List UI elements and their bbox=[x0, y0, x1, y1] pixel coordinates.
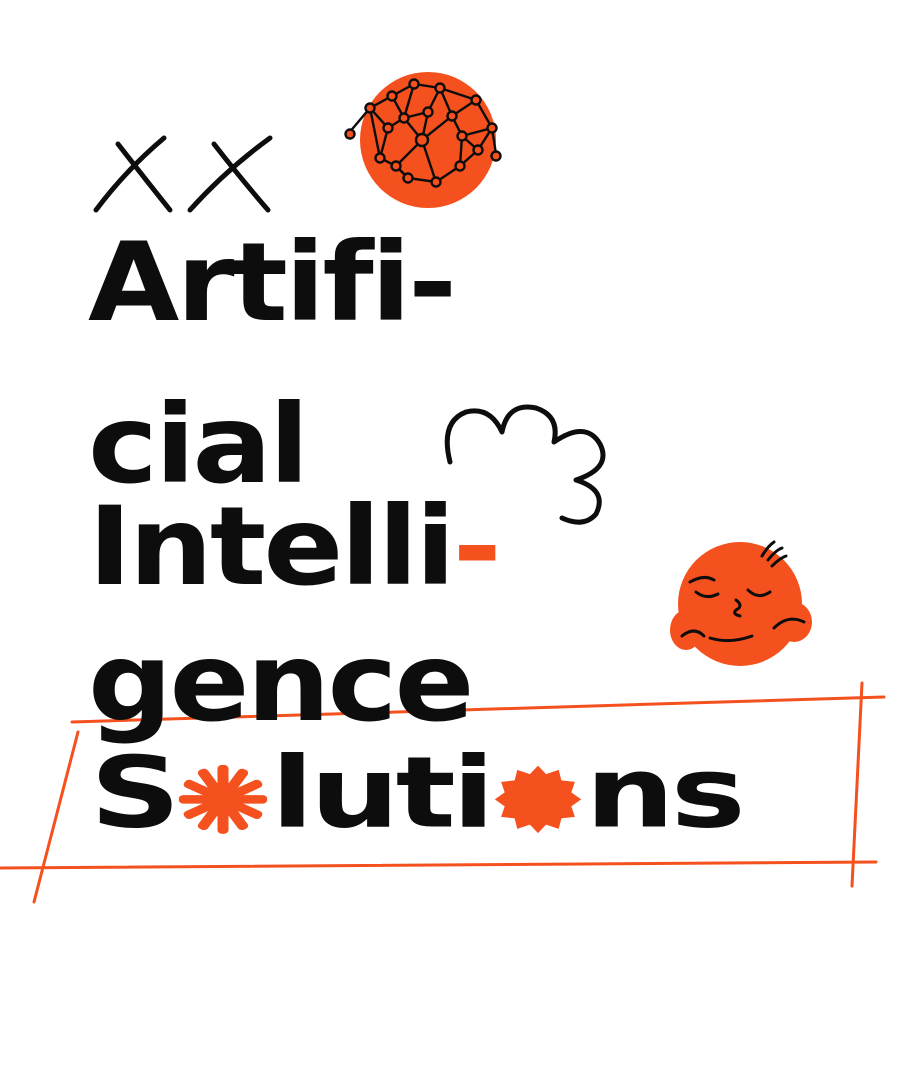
sunburst-icon bbox=[178, 765, 267, 835]
title-line-5-start: S bbox=[90, 735, 181, 851]
title-line-4: gence bbox=[88, 618, 474, 746]
neural-network-globe-icon bbox=[344, 72, 502, 208]
title-line-5: S luti ns bbox=[90, 744, 746, 842]
cross-mark-icon bbox=[93, 135, 273, 213]
title-line-1: Artifi- bbox=[88, 218, 457, 346]
title-line-3-hyphen: - bbox=[452, 482, 502, 610]
title-line-2: cial bbox=[88, 380, 309, 508]
title-line-5-end: ns bbox=[585, 735, 746, 851]
cloud-doodle-icon bbox=[444, 404, 606, 525]
badge-star-icon bbox=[494, 765, 582, 834]
title-line-5-middle: luti bbox=[270, 735, 495, 851]
title-line-3-word: Intelli bbox=[88, 482, 456, 610]
title-line-3: Intelli- bbox=[88, 492, 502, 601]
sleeping-face-icon bbox=[670, 540, 812, 666]
